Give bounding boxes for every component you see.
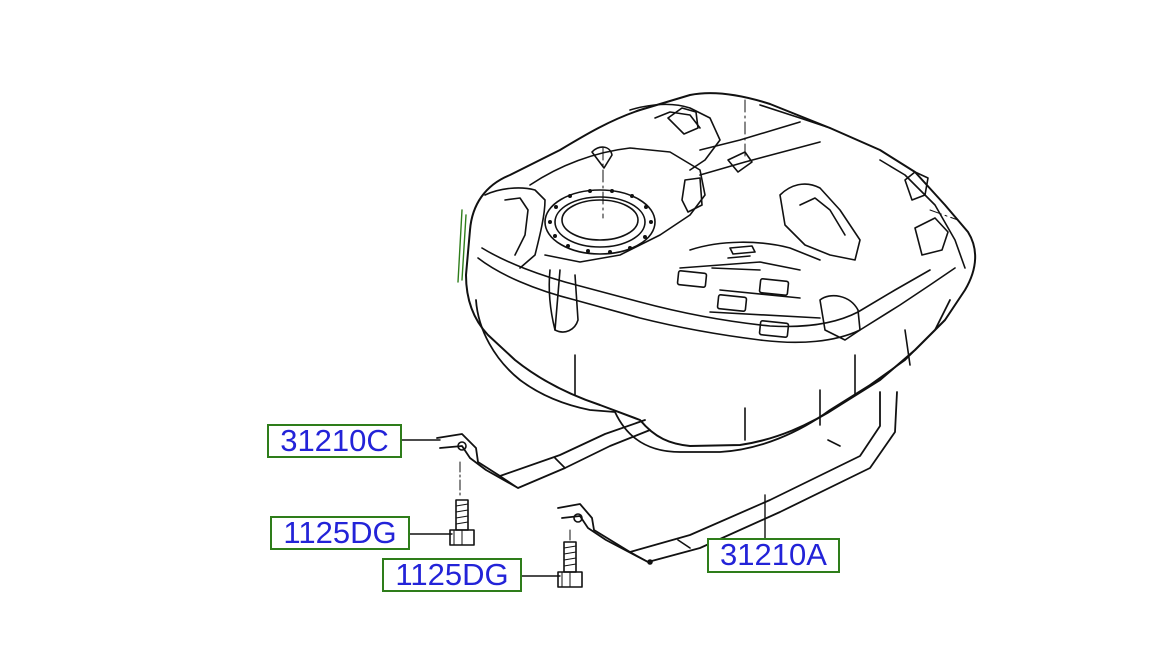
part-label-31210a[interactable]: 31210A — [707, 538, 840, 573]
strap-left — [436, 419, 651, 489]
center-lines — [602, 99, 959, 221]
strap-right — [557, 391, 898, 565]
part-label-1125dg-upper[interactable]: 1125DG — [270, 516, 410, 550]
bolt-lower — [557, 529, 583, 588]
part-label-31210c[interactable]: 31210C — [267, 424, 402, 458]
part-label-1125dg-lower[interactable]: 1125DG — [382, 558, 522, 592]
bolt-upper — [449, 461, 475, 546]
fuel-tank — [457, 92, 977, 453]
leader-lines — [401, 439, 766, 577]
